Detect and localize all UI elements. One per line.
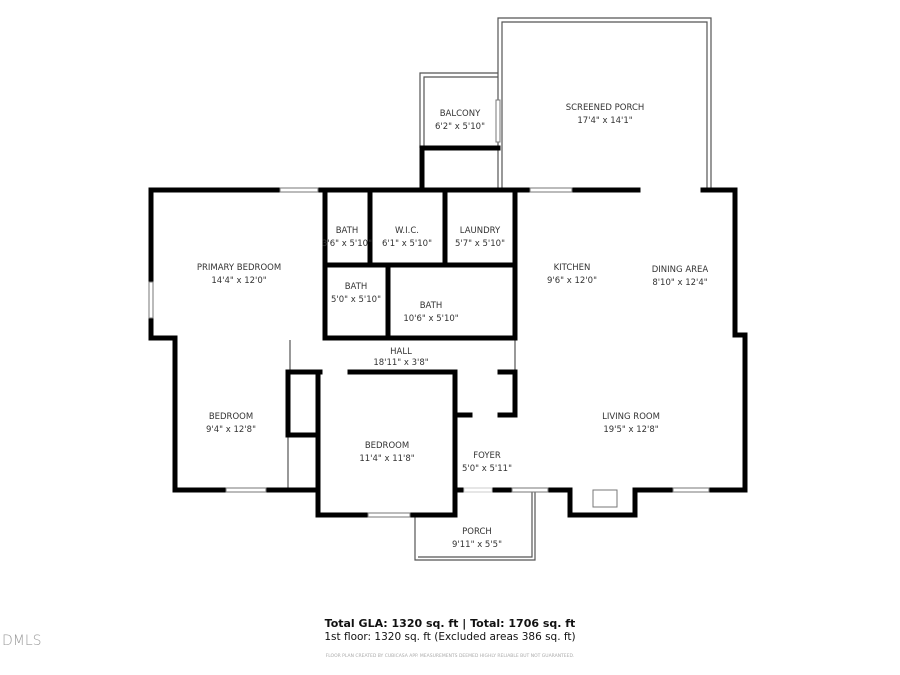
porch-inner-outline [418,492,533,558]
porch-name: PORCH [462,527,492,537]
screened-porch-size: 17'4" x 14'1" [577,116,632,126]
bedroom-2-size: 11'4" x 11'8" [359,454,414,464]
primary-bedroom-size: 14'4" x 12'0" [211,276,266,286]
wic-size: 6'1" x 5'10" [382,239,432,249]
exterior-walls [148,187,748,518]
walls [148,145,748,518]
watermark-logo: DMLS [2,633,42,649]
kitchen-size: 9'6" x 12'0" [547,276,597,286]
disclaimer: FLOOR PLAN CREATED BY CUBICASA APP. MEAS… [325,654,575,659]
window [529,187,573,193]
kitchen-name: KITCHEN [554,263,591,273]
fireplace [567,487,638,518]
screened-porch-inner-outline [501,21,708,188]
front-door [463,487,493,493]
hall-outline [289,340,516,370]
window [511,487,549,493]
interior-walls [322,187,518,341]
porch-size: 9'11" x 5'5" [452,540,502,550]
window [225,487,267,493]
bath-3-size: 10'6" x 5'10" [403,314,458,324]
total-area: Total GLA: 1320 sq. ft | Total: 1706 sq.… [324,617,576,630]
hall-name: HALL [390,347,412,357]
porch-outline [414,492,536,561]
balcony-size: 6'2" x 5'10" [435,122,485,132]
balcony-name: BALCONY [440,109,481,119]
laundry-name: LAUNDRY [460,226,501,236]
primary-bedroom-name: PRIMARY BEDROOM [197,263,281,273]
windows [148,99,710,518]
balcony-inner-outline [423,76,498,148]
window [495,99,501,143]
bath-3-name: BATH [420,301,443,311]
bedroom-1-size: 9'4" x 12'8" [206,425,256,435]
bath-2-size: 5'0" x 5'10" [331,295,381,305]
wic-name: W.I.C. [395,226,419,236]
room-labels: SCREENED PORCH 17'4" x 14'1" BALCONY 6'2… [197,103,709,550]
bath-1-size: 3'6" x 5'10" [322,239,372,249]
hearth [592,489,618,508]
bath-2-name: BATH [345,282,368,292]
laundry-size: 5'7" x 5'10" [455,239,505,249]
screened-porch-name: SCREENED PORCH [566,103,645,113]
window [148,281,154,319]
window [367,512,411,518]
balcony-wall [419,145,501,193]
balcony-outline [419,72,498,148]
foyer-name: FOYER [473,451,501,461]
living-room-size: 19'5" x 12'8" [603,425,658,435]
dining-area-size: 8'10" x 12'4" [652,278,707,288]
foyer-size: 5'0" x 5'11" [462,464,512,474]
bedroom-1-name: BEDROOM [209,412,253,422]
closet-walls [452,369,518,418]
window [672,487,710,493]
bedroom-walls [285,369,458,518]
bedroom-2-name: BEDROOM [365,441,409,451]
dining-area-name: DINING AREA [652,265,709,275]
bath-1-name: BATH [336,226,359,236]
hall-size: 18'11" x 3'8" [373,358,428,368]
living-room-name: LIVING ROOM [602,412,660,422]
thin-outlines [287,17,712,561]
window [279,187,319,193]
floor-area: 1st floor: 1320 sq. ft (Excluded areas 3… [324,631,576,643]
